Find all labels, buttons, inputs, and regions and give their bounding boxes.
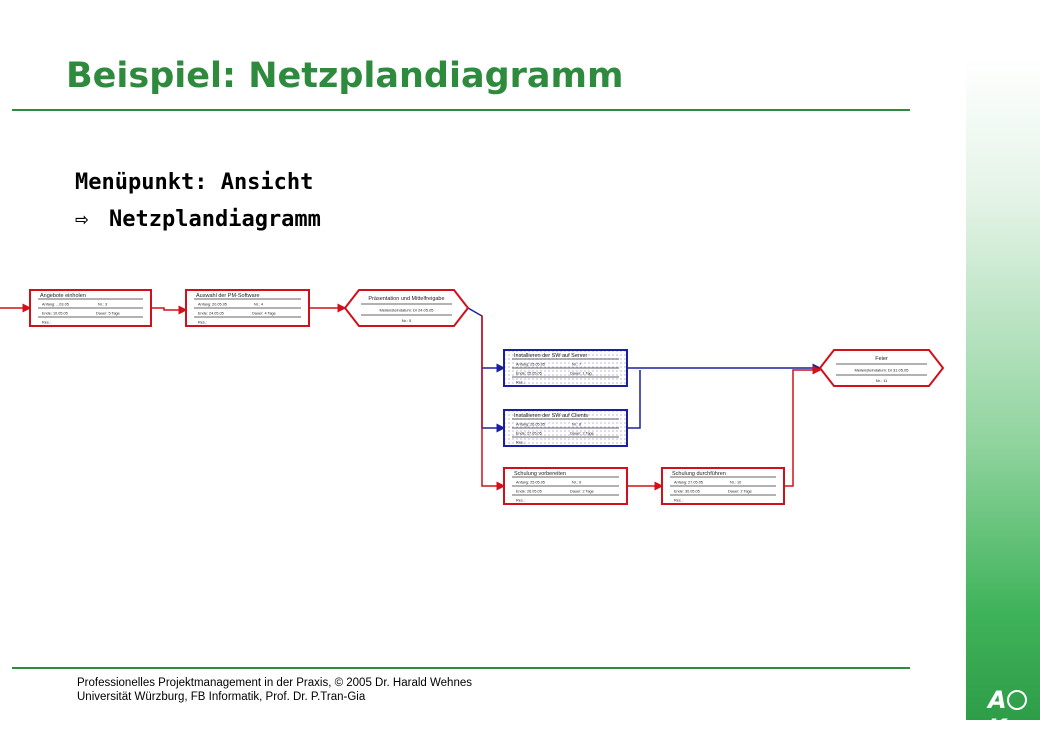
milestone-title: Feier: [875, 356, 888, 362]
menu-path-subline: ⇨ Netzplandiagramm: [75, 207, 321, 232]
footer-line-2: Universität Würzburg, FB Informatik, Pro…: [77, 691, 366, 703]
task-end: Ende: 24.05.05: [198, 312, 224, 316]
task-number: Nr.: 4: [254, 303, 263, 307]
milestone-shape: [818, 349, 945, 387]
footer-line-1: Professionelles Projektmanagement in der…: [77, 677, 472, 689]
task-start: Anfang: 25.05.05: [516, 481, 545, 485]
aok-logo: AK: [988, 686, 1040, 742]
task-resources: Res.:: [198, 321, 207, 325]
task-title: Installieren der SW auf Server: [514, 353, 588, 359]
task-title: Auswahl der PM-Software: [196, 293, 260, 299]
task-resources: Res.:: [516, 441, 525, 445]
task-resources: Res.:: [42, 321, 51, 325]
task-end: Ende: 27.05.05: [516, 432, 542, 436]
task-title: Installieren der SW auf Clients: [514, 413, 588, 419]
task-number: Nr.: 8: [572, 423, 581, 427]
task-number: Nr.: 3: [98, 303, 107, 307]
milestone-number: Nr.: 5: [402, 318, 412, 323]
task-start: Anfang: 26.05.05: [516, 423, 545, 427]
task-duration: Dauer: 1 Tag: [570, 372, 592, 376]
logo-circle-icon: [1006, 690, 1027, 710]
brand-gradient-bar: [966, 0, 1040, 720]
edge-praesentation-vorbereiten: [481, 316, 506, 491]
task-title: Angebote einholen: [40, 293, 86, 299]
task-duration: Dauer: 2 Tage: [570, 490, 594, 494]
task-resources: Res.:: [516, 381, 525, 385]
task-end: Ende: 30.05.05: [674, 490, 700, 494]
task-resources: Res.:: [674, 499, 683, 503]
edge-praesentation-clients: [481, 368, 506, 433]
task-duration: Dauer: 2 Tage: [728, 490, 752, 494]
menu-path-line: Menüpunkt: Ansicht: [75, 170, 314, 195]
task-end: Ende: 25.05.05: [516, 372, 542, 376]
milestone-date: Meilensteindatum: Di 31.05.05: [854, 368, 909, 373]
node-praesentation: Präsentation und MittelfreigabeMeilenste…: [343, 289, 470, 327]
arrow-right-icon: ⇨: [75, 207, 89, 232]
slide-title: Beispiel: Netzplandiagramm: [66, 56, 624, 96]
task-resources: Res.:: [516, 499, 525, 503]
footer-rule: [12, 667, 910, 669]
task-title: Schulung durchführen: [672, 471, 726, 477]
task-end: Ende: 26.05.05: [516, 490, 542, 494]
task-start: Anfang: 27.05.05: [674, 481, 703, 485]
edge-durchfuehren-feier: [784, 365, 822, 487]
footer-text: Professionelles Projektmanagement in der…: [77, 676, 472, 704]
menu-path-target: Netzplandiagramm: [109, 207, 321, 232]
task-title: Schulung vorbereiten: [514, 471, 566, 477]
connector-lines: [0, 303, 822, 491]
task-start: Anfang: ...03.05: [42, 303, 69, 307]
task-duration: Dauer: 4 Tage: [252, 312, 276, 316]
milestone-number: Nr.: 11: [876, 378, 888, 383]
milestone-date: Meilensteindatum: Di 24.05.05: [379, 308, 434, 313]
task-number: Nr.: 10: [730, 481, 741, 485]
milestone-shape: [343, 289, 470, 327]
title-rule: [12, 109, 910, 111]
task-duration: Dauer: 5 Tage: [96, 312, 120, 316]
task-duration: Dauer: 2 Tage: [570, 432, 594, 436]
task-number: Nr.: 7: [572, 363, 581, 367]
edge-praesentation-server: [467, 307, 506, 373]
milestone-title: Präsentation und Mittelfreigabe: [368, 296, 444, 302]
task-start: Anfang: 25.05.05: [516, 363, 545, 367]
task-end: Ende: 10.05.05: [42, 312, 68, 316]
edge-angebote-auswahl: [151, 305, 188, 315]
task-number: Nr.: 9: [572, 481, 581, 485]
task-start: Anfang: 20.05.05: [198, 303, 227, 307]
edge-clients-feier: [627, 370, 641, 429]
